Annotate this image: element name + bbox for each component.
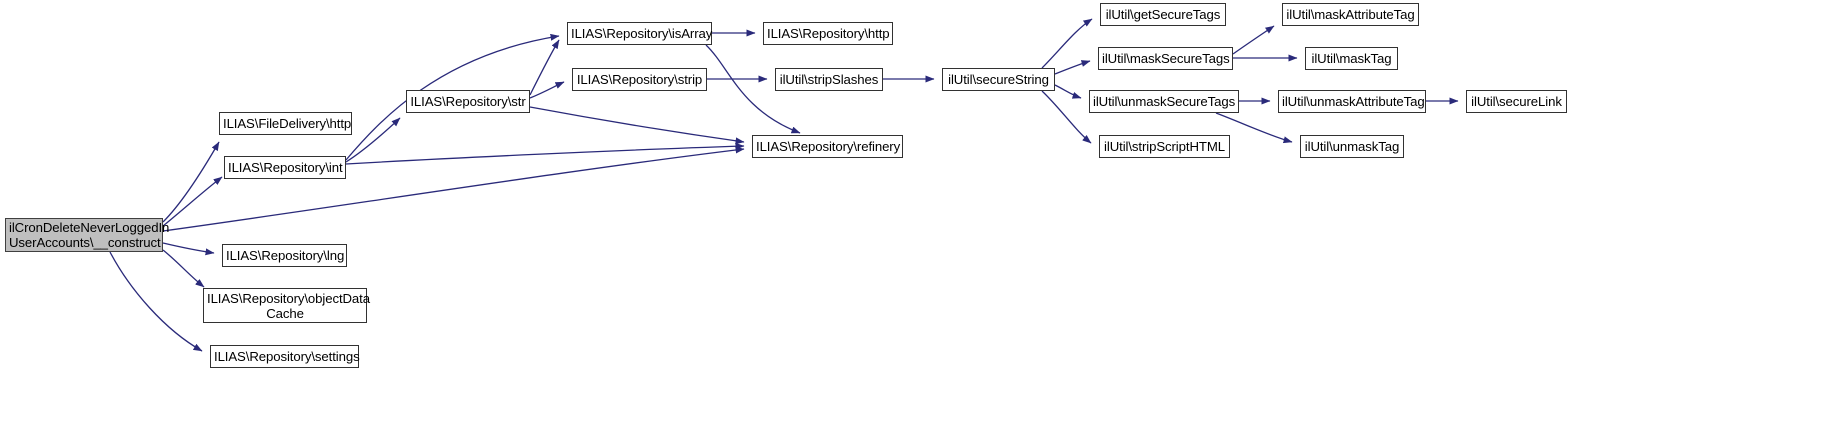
- node-label: ilUtil\maskAttributeTag: [1286, 7, 1415, 22]
- call-edge-n0-to-n5: [109, 251, 203, 352]
- node-label: ilUtil\unmaskSecureTags: [1093, 94, 1236, 109]
- node-label: ilUtil\unmaskTag: [1304, 139, 1400, 154]
- call-edge-n12-to-n14: [1054, 60, 1091, 75]
- call-edge-n2-to-n11: [345, 142, 745, 165]
- node-label: ILIAS\Repository\lng: [226, 248, 345, 263]
- call-edge-n0-to-n1: [162, 141, 220, 223]
- call-edge-n12-to-n16: [1041, 90, 1092, 144]
- node-label: ILIAS\FileDelivery\http: [223, 116, 352, 131]
- graph-node[interactable]: ILIAS\Repository\isArray: [567, 22, 712, 45]
- graph-node[interactable]: ILIAS\Repository\int: [224, 156, 346, 179]
- call-edge-n0-to-n2: [162, 176, 223, 227]
- graph-node[interactable]: ILIAS\Repository\strip: [572, 68, 707, 91]
- graph-node[interactable]: ilUtil\secureLink: [1466, 90, 1567, 113]
- call-edge-n6-to-n7: [529, 39, 560, 96]
- call-edge-n12-to-n13: [1041, 18, 1093, 69]
- graph-node[interactable]: ILIAS\Repository\settings: [210, 345, 360, 368]
- current-node: ilCronDeleteNeverLoggedIn UserAccounts\_…: [5, 218, 170, 252]
- node-label: ilUtil\stripScriptHTML: [1104, 139, 1225, 154]
- graph-node[interactable]: ilUtil\unmaskTag: [1300, 135, 1404, 158]
- node-label: ILIAS\Repository\objectData Cache: [207, 290, 370, 321]
- graph-node[interactable]: ILIAS\Repository\http: [763, 22, 893, 45]
- graph-node[interactable]: ilUtil\stripSlashes: [775, 68, 883, 91]
- node-label: ilUtil\secureString: [948, 72, 1049, 87]
- node-label: ilUtil\secureLink: [1471, 94, 1562, 109]
- call-edge-n0-to-n4: [162, 249, 205, 288]
- call-edge-n12-to-n15: [1054, 84, 1082, 99]
- graph-node[interactable]: ilUtil\maskAttributeTag: [1282, 3, 1419, 26]
- graph-node[interactable]: ilUtil\maskTag: [1305, 47, 1398, 70]
- node-label: ILIAS\Repository\http: [767, 26, 890, 41]
- graph-node[interactable]: ILIAS\Repository\str: [406, 90, 530, 113]
- node-label: ilCronDeleteNeverLoggedIn UserAccounts\_…: [9, 220, 170, 250]
- graph-node[interactable]: ilUtil\getSecureTags: [1100, 3, 1226, 26]
- node-label: ilUtil\maskTag: [1311, 51, 1392, 66]
- node-label: ILIAS\Repository\int: [228, 160, 343, 175]
- graph-node[interactable]: ILIAS\Repository\lng: [222, 244, 347, 267]
- graph-node[interactable]: ilUtil\secureString: [942, 68, 1055, 91]
- node-label: ILIAS\Repository\isArray: [571, 26, 713, 41]
- node-label: ILIAS\Repository\settings: [214, 349, 360, 364]
- graph-node[interactable]: ILIAS\Repository\refinery: [752, 135, 903, 158]
- node-label: ilUtil\maskSecureTags: [1102, 51, 1230, 66]
- node-label: ilUtil\unmaskAttributeTag: [1282, 94, 1425, 109]
- call-edge-n6-to-n11: [529, 106, 745, 145]
- graph-node[interactable]: ilUtil\unmaskAttributeTag: [1278, 90, 1426, 113]
- node-label: ILIAS\Repository\refinery: [756, 139, 901, 154]
- node-label: ilUtil\getSecureTags: [1105, 7, 1221, 22]
- graph-node[interactable]: ilUtil\stripScriptHTML: [1099, 135, 1230, 158]
- node-label: ILIAS\Repository\str: [410, 94, 526, 109]
- node-label: ilUtil\stripSlashes: [779, 72, 879, 87]
- graph-node[interactable]: ilUtil\maskSecureTags: [1098, 47, 1233, 70]
- graph-node[interactable]: ILIAS\FileDelivery\http: [219, 112, 352, 135]
- call-edge-n14-to-n17: [1232, 25, 1275, 55]
- call-edge-n2-to-n6: [345, 117, 401, 163]
- graph-node[interactable]: ilUtil\unmaskSecureTags: [1089, 90, 1239, 113]
- call-edge-n6-to-n8: [529, 81, 565, 99]
- node-label: ILIAS\Repository\strip: [576, 72, 703, 87]
- graph-node[interactable]: ILIAS\Repository\objectData Cache: [203, 288, 370, 323]
- call-edge-n0-to-n3: [162, 242, 215, 256]
